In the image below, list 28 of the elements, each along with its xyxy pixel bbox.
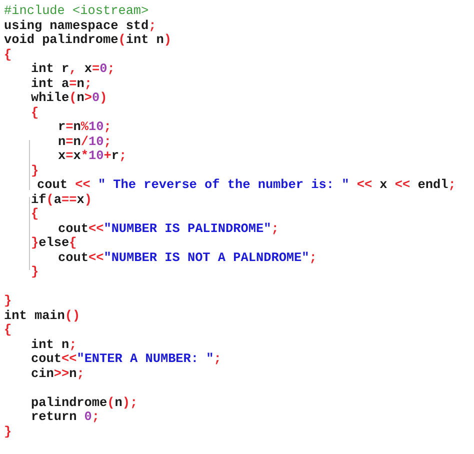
code-line: } bbox=[31, 164, 39, 178]
code-line: #include <iostream> bbox=[4, 4, 149, 18]
code-line: { bbox=[4, 48, 12, 62]
code-line: }else{ bbox=[31, 236, 77, 250]
code-line: } bbox=[31, 265, 39, 279]
code-line: cin>>n; bbox=[31, 366, 84, 380]
code-line: cout<<"NUMBER IS NOT A PALNDROME"; bbox=[58, 250, 317, 264]
code-line: { bbox=[4, 323, 12, 337]
code-line: x=x*10+r; bbox=[58, 149, 127, 163]
code-line: palindrome(n); bbox=[31, 396, 138, 410]
code-line: { bbox=[31, 207, 39, 221]
code-line: int n; bbox=[31, 338, 77, 352]
code-line: { bbox=[31, 106, 39, 120]
code-line: if(a==x) bbox=[31, 192, 92, 206]
code-line: cout<<"NUMBER IS PALINDROME"; bbox=[58, 222, 279, 236]
code-line: void palindrome(int n) bbox=[4, 33, 172, 47]
code-line: r=n%10; bbox=[58, 120, 112, 134]
code-line: while(n>0) bbox=[31, 91, 108, 105]
code-line: int a=n; bbox=[31, 76, 92, 90]
code-line: return 0; bbox=[31, 410, 100, 424]
code-line: n=n/10; bbox=[58, 134, 112, 148]
code-line: } bbox=[4, 294, 12, 308]
code-line: int main() bbox=[4, 308, 80, 322]
code-line: using namespace std; bbox=[4, 18, 156, 32]
code-line: } bbox=[4, 424, 12, 438]
code-line: cout<<"ENTER A NUMBER: "; bbox=[31, 352, 222, 366]
code-line: cout << " The reverse of the number is: " << x << endl; bbox=[37, 178, 456, 192]
code-line: int r, x=0; bbox=[31, 62, 115, 76]
